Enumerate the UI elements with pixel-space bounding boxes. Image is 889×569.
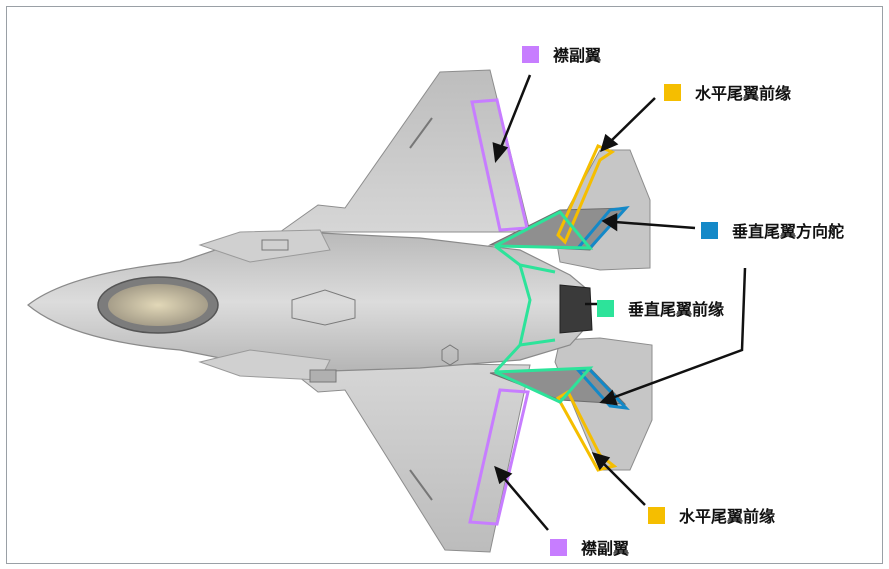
aileron-bottom-swatch xyxy=(550,538,567,556)
canopy-glass xyxy=(108,284,208,326)
upper-wing xyxy=(278,69,531,233)
vtail-le-swatch xyxy=(597,299,614,317)
arrow-aileron-bottom xyxy=(502,476,549,531)
arrowhead-aileron-top xyxy=(492,142,509,164)
legend-aileron-top: 襟副翼 xyxy=(522,42,601,66)
wing-slot-upper xyxy=(409,117,433,149)
arrowhead-htail-bottom xyxy=(591,452,611,471)
aileron-label: 襟副翼 xyxy=(553,46,602,65)
wing-slot-lower xyxy=(409,469,433,501)
legend-htail-le-bottom: 水平尾翼前缘 xyxy=(648,503,775,527)
arrow-rudder xyxy=(614,220,696,230)
aileron-swatch xyxy=(522,45,539,63)
arrowhead-rudder-lower xyxy=(599,389,618,406)
arrows xyxy=(492,74,747,531)
arrowhead-htail-top xyxy=(600,133,619,153)
engine-nozzle xyxy=(559,284,593,334)
htail-le-label: 水平尾翼前缘 xyxy=(695,84,792,103)
arrow-htail-top xyxy=(611,97,656,141)
lower-aileron-outline xyxy=(468,388,530,526)
upper-htail-le-outline xyxy=(556,144,616,245)
vtail-le-outline xyxy=(493,210,594,404)
legend-vtail-le: 垂直尾翼前缘 xyxy=(597,296,724,320)
legend-vtail-rudder: 垂直尾翼方向舵 xyxy=(701,218,844,242)
vtail-rudder-label: 垂直尾翼方向舵 xyxy=(732,222,845,241)
htail-le-bottom-swatch xyxy=(648,506,665,524)
airframe xyxy=(27,69,653,553)
arrowhead-aileron-bottom xyxy=(494,465,513,485)
arrow-aileron-top xyxy=(498,74,532,151)
arrow-rudder-lower-line xyxy=(611,267,747,400)
legend-aileron-bottom: 襟副翼 xyxy=(550,535,629,559)
vtail-le-label: 垂直尾翼前缘 xyxy=(628,300,725,319)
dorsal-panel xyxy=(291,289,356,326)
hex-panel xyxy=(441,344,459,366)
upper-intake xyxy=(198,229,331,263)
upper-grille xyxy=(261,239,289,251)
vtail-rudder-swatch xyxy=(701,221,718,239)
arrow-htail-bottom xyxy=(601,461,646,506)
arrowhead-rudder xyxy=(601,212,618,232)
htail-le-swatch xyxy=(664,83,681,101)
aileron-bottom-label: 襟副翼 xyxy=(581,539,630,558)
lower-horizontal-tail xyxy=(554,337,653,471)
legend-htail-le-top: 水平尾翼前缘 xyxy=(664,80,791,104)
htail-le-bottom-label: 水平尾翼前缘 xyxy=(679,507,776,526)
lower-grille xyxy=(309,369,337,383)
lower-wing xyxy=(278,361,531,553)
